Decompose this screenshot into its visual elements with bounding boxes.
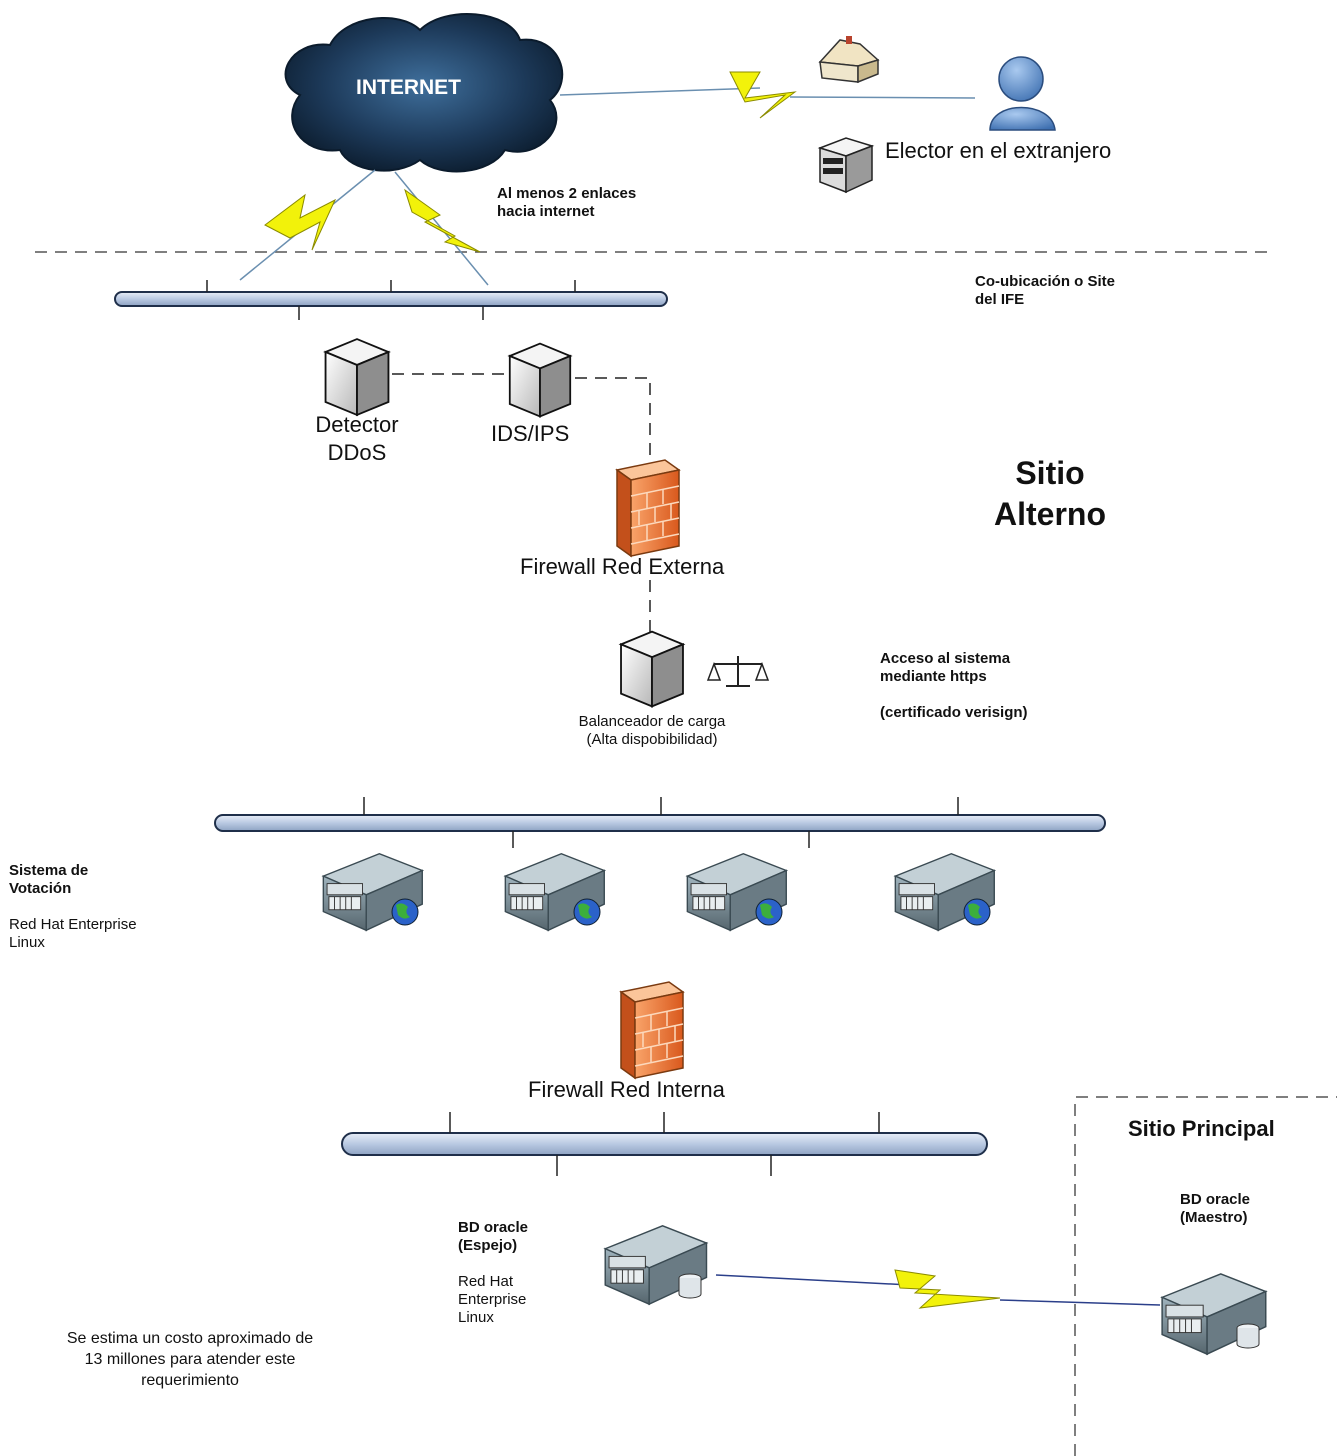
voting-server-1 xyxy=(322,852,424,932)
external-network-bus xyxy=(114,280,668,320)
external-firewall-icon xyxy=(616,459,680,557)
alt-site-title-line1: Sitio xyxy=(1015,455,1085,491)
internal-firewall-icon xyxy=(620,981,684,1079)
db-mirror-os-line2: Enterprise xyxy=(458,1291,527,1308)
lightning-link-bus-1 xyxy=(239,169,376,281)
house-icon xyxy=(818,36,880,84)
ddos-label-line1: Detector xyxy=(315,412,399,437)
voting-title-line1: Sistema de xyxy=(9,862,89,879)
db-mirror-server-icon xyxy=(604,1225,708,1305)
db-mirror-title-line1: BD oracle xyxy=(458,1219,529,1236)
db-master-server-icon xyxy=(1161,1273,1267,1355)
balance-scale-icon xyxy=(706,656,770,687)
cost-note-line3: requerimiento xyxy=(141,1372,239,1389)
ids-label: IDS/IPS xyxy=(491,421,570,446)
main-site-boundary xyxy=(1074,1096,1337,1456)
voting-os-line1: Red Hat Enterprise xyxy=(9,916,137,933)
coloc-note-line2: del IFE xyxy=(975,291,1025,308)
access-note-line2: mediante https xyxy=(880,668,987,685)
links-note-line2: hacia internet xyxy=(497,203,595,220)
ddos-detector-icon xyxy=(324,338,390,416)
firewall-external-label: Firewall Red Externa xyxy=(520,554,725,579)
cost-note-line1: Se estima un costo aproximado de xyxy=(66,1330,314,1347)
main-site-title: Sitio Principal xyxy=(1128,1116,1275,1141)
internet-label: INTERNET xyxy=(356,76,461,99)
access-note-line1: Acceso al sistema xyxy=(880,650,1011,667)
voting-network-bus xyxy=(214,797,1106,848)
load-balancer-icon xyxy=(620,630,684,708)
voting-title-line2: Votación xyxy=(9,880,72,897)
lightning-link-replication xyxy=(715,1269,1161,1309)
access-note-line3: (certificado verisign) xyxy=(880,704,1028,721)
db-master-title-line1: BD oracle xyxy=(1180,1191,1251,1208)
lb-label-line1: Balanceador de carga xyxy=(578,713,726,730)
lb-label-line2: (Alta dispobibilidad) xyxy=(586,731,718,748)
ids-ips-icon xyxy=(508,342,572,418)
voting-server-3 xyxy=(686,852,788,932)
voting-server-2 xyxy=(504,852,606,932)
office-building-icon xyxy=(817,137,875,194)
voting-server-4 xyxy=(894,852,996,932)
lightning-link-bus-2 xyxy=(394,171,489,286)
voter-label: Elector en el extranjero xyxy=(885,138,1112,163)
firewall-internal-label: Firewall Red Interna xyxy=(528,1077,725,1102)
voting-os-line2: Linux xyxy=(9,934,45,951)
ids-firewall-link xyxy=(575,377,651,465)
links-note-line1: Al menos 2 enlaces xyxy=(497,185,637,202)
internet-cloud-icon xyxy=(284,13,564,173)
db-master-title-line2: (Maestro) xyxy=(1180,1209,1248,1226)
cost-note-line2: 13 millones para atender este xyxy=(84,1351,296,1368)
db-mirror-os-line3: Linux xyxy=(458,1309,494,1326)
database-network-bus xyxy=(341,1112,988,1176)
alt-site-title-line2: Alterno xyxy=(994,496,1106,532)
db-mirror-title-line2: (Espejo) xyxy=(458,1237,518,1254)
lightning-link-voter xyxy=(559,71,976,119)
voter-person-icon xyxy=(989,56,1056,131)
ddos-label-line2: DDoS xyxy=(327,440,387,465)
coloc-note-line1: Co-ubicación o Site xyxy=(975,273,1116,290)
db-mirror-os-line1: Red Hat xyxy=(458,1273,514,1290)
